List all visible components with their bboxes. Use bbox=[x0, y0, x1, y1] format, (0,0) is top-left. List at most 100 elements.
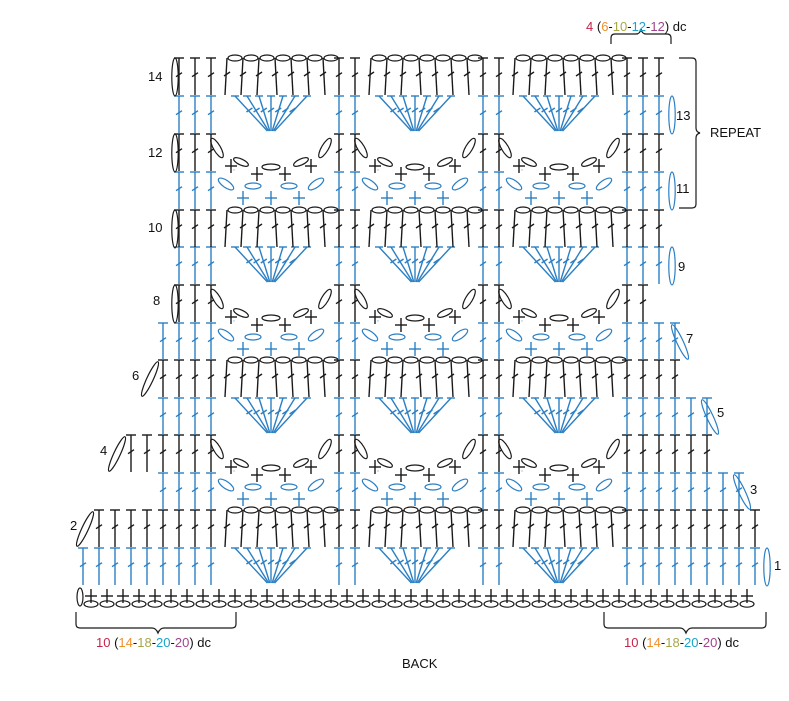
dc-slash bbox=[175, 449, 183, 455]
chain-loop bbox=[549, 464, 569, 472]
chain-stitch bbox=[579, 356, 595, 364]
dc-slash bbox=[319, 223, 327, 229]
chain-loop bbox=[354, 438, 368, 460]
dc-slash bbox=[260, 409, 268, 415]
chain-stitch bbox=[563, 356, 579, 364]
dc-slash bbox=[351, 299, 359, 305]
fan-dc-stitch bbox=[534, 547, 558, 584]
fan-dc-stitch bbox=[390, 246, 414, 283]
count-part: 12 bbox=[650, 19, 665, 34]
dc-slash bbox=[267, 409, 275, 415]
dc-slash bbox=[671, 412, 679, 418]
dc-slash bbox=[335, 337, 343, 343]
chain-loop bbox=[377, 157, 393, 167]
dc-slash bbox=[495, 449, 503, 455]
chain-loop bbox=[244, 182, 262, 190]
dc-slash bbox=[415, 523, 423, 529]
dc-slash bbox=[175, 299, 183, 305]
chain-stitch bbox=[547, 506, 563, 514]
chain-loop bbox=[293, 308, 309, 318]
dc-slash bbox=[175, 186, 183, 192]
chain-loop bbox=[210, 438, 224, 460]
dc-slash bbox=[159, 524, 167, 530]
chain-loop bbox=[280, 483, 298, 491]
dc-slash bbox=[570, 559, 577, 565]
fan-dc-stitch bbox=[416, 246, 440, 283]
dc-slash bbox=[703, 412, 711, 418]
dc-slash bbox=[143, 562, 151, 568]
dc-slash bbox=[319, 373, 327, 379]
dc-slash bbox=[591, 523, 599, 529]
dc-slash bbox=[207, 374, 215, 380]
chain-stitch bbox=[307, 54, 323, 62]
chain-stitch bbox=[403, 506, 419, 514]
dc-stitch bbox=[544, 209, 548, 248]
count-part: 20 bbox=[174, 635, 190, 650]
count-part: 12 bbox=[631, 19, 647, 34]
chain-loop bbox=[568, 483, 586, 491]
dc-slash bbox=[239, 223, 247, 229]
dc-stitch bbox=[400, 359, 404, 398]
count-part: - bbox=[608, 19, 613, 34]
dc-slash bbox=[191, 110, 199, 116]
row-number-3: 3 bbox=[750, 482, 758, 497]
dc-stitch bbox=[384, 209, 388, 248]
chain-loop bbox=[388, 483, 406, 491]
chain-loop bbox=[405, 163, 425, 171]
dc-slash bbox=[246, 409, 253, 415]
dc-slash bbox=[246, 258, 253, 264]
dc-slash bbox=[639, 449, 647, 455]
chain-loop bbox=[261, 464, 281, 472]
dc-slash bbox=[751, 524, 759, 530]
dc-slash bbox=[534, 107, 541, 113]
dc-stitch bbox=[610, 359, 614, 398]
dc-slash bbox=[255, 523, 263, 529]
chain-stitch bbox=[387, 206, 403, 214]
chain-stitch bbox=[387, 356, 403, 364]
fan-dc-stitch bbox=[390, 547, 414, 584]
row-number-2: 2 bbox=[70, 518, 78, 533]
fan-dc-stitch bbox=[522, 246, 556, 283]
fan-dc-stitch bbox=[416, 397, 440, 434]
dc-slash bbox=[495, 412, 503, 418]
dc-slash bbox=[577, 409, 584, 415]
dc-stitch bbox=[418, 209, 422, 248]
dc-slash bbox=[127, 449, 135, 455]
dc-stitch bbox=[322, 57, 326, 96]
dc-slash bbox=[655, 562, 663, 568]
chain-stitch bbox=[451, 54, 467, 62]
dc-slash bbox=[623, 449, 631, 455]
dc-slash bbox=[426, 559, 433, 565]
dc-slash bbox=[639, 524, 647, 530]
dc-slash bbox=[548, 409, 556, 415]
dc-slash bbox=[239, 523, 247, 529]
dc-stitch bbox=[562, 209, 566, 248]
dc-slash bbox=[703, 562, 711, 568]
bottom-right-brace bbox=[603, 612, 767, 635]
row-number-9: 9 bbox=[678, 259, 686, 274]
dc-slash bbox=[127, 562, 135, 568]
chain-stitch bbox=[243, 206, 259, 214]
count-part: 10 bbox=[612, 19, 628, 34]
dc-slash bbox=[751, 562, 759, 568]
fan-dc-stitch bbox=[415, 246, 428, 283]
fan-dc-stitch bbox=[415, 397, 428, 434]
dc-slash bbox=[623, 374, 631, 380]
dc-slash bbox=[495, 72, 503, 78]
dc-slash bbox=[495, 524, 503, 530]
bottom-right-stitch-count: 10 (14-18-20-20) dc bbox=[624, 635, 739, 650]
dc-stitch bbox=[400, 509, 404, 548]
dc-slash bbox=[495, 337, 503, 343]
dc-slash bbox=[623, 562, 631, 568]
chain-loop bbox=[437, 157, 453, 167]
dc-stitch bbox=[224, 509, 228, 548]
dc-slash bbox=[191, 261, 199, 267]
fan-dc-stitch bbox=[378, 95, 412, 132]
dc-slash bbox=[303, 223, 311, 229]
dc-slash bbox=[562, 409, 570, 415]
fan-dc-stitch bbox=[234, 246, 268, 283]
chain-loop bbox=[451, 328, 469, 342]
dc-stitch bbox=[306, 509, 310, 548]
chain-stitch bbox=[547, 356, 563, 364]
dc-slash bbox=[191, 524, 199, 530]
